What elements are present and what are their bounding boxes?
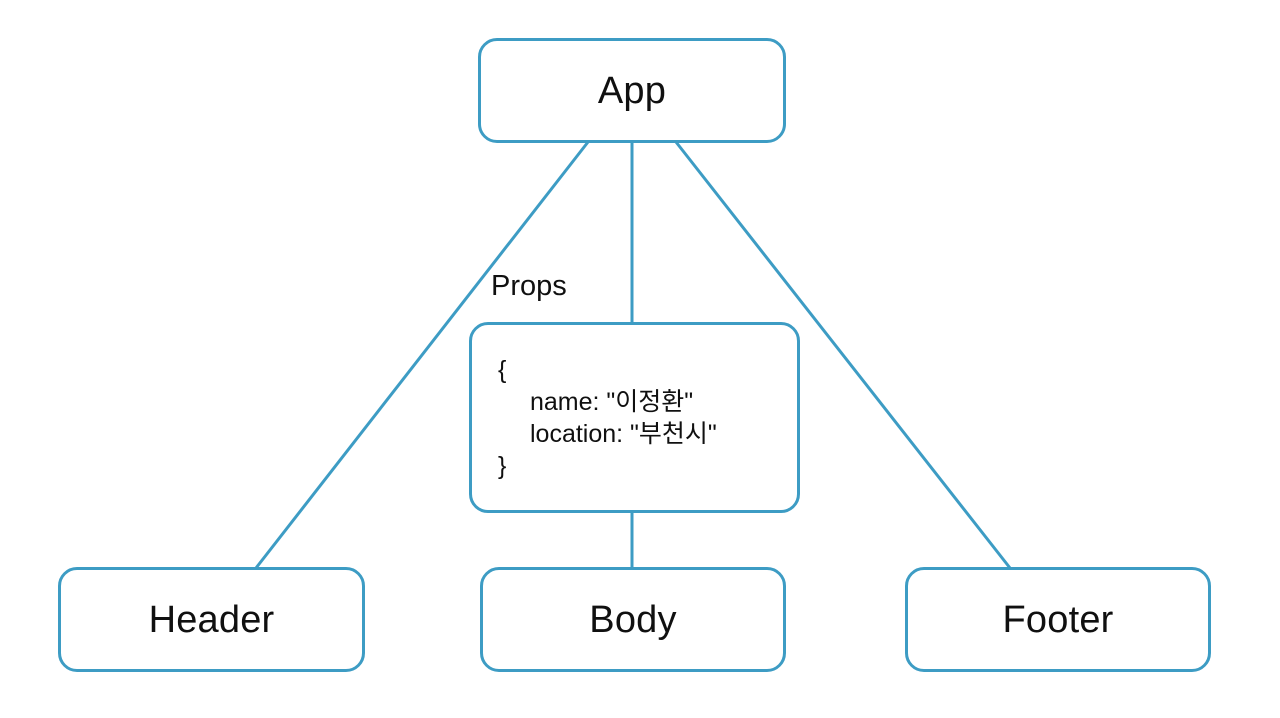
node-body-label: Body	[589, 598, 677, 641]
node-body[interactable]: Body	[480, 567, 786, 672]
props-code-block: { name: "이정환" location: "부천시" }	[498, 354, 717, 482]
node-header[interactable]: Header	[58, 567, 365, 672]
node-props[interactable]: { name: "이정환" location: "부천시" }	[469, 322, 800, 513]
props-entry-location: location: "부천시"	[530, 419, 717, 448]
node-app[interactable]: App	[478, 38, 786, 143]
node-footer-label: Footer	[1002, 598, 1114, 641]
props-edge-caption: Props	[491, 270, 567, 302]
node-footer[interactable]: Footer	[905, 567, 1211, 672]
props-open-brace: {	[498, 355, 507, 384]
node-app-label: App	[597, 69, 667, 112]
props-entry-name: name: "이정환"	[530, 387, 694, 416]
node-header-label: Header	[148, 598, 275, 641]
props-close-brace: }	[498, 451, 507, 480]
